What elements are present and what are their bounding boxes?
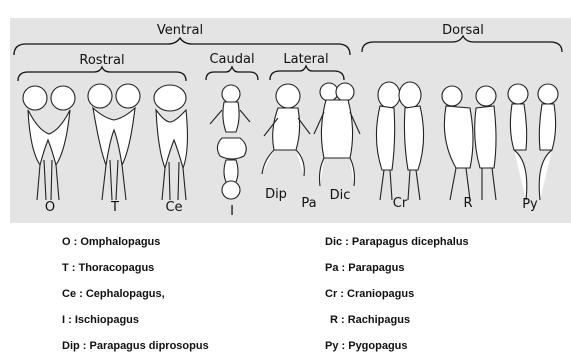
label-t: T (110, 200, 119, 215)
ischiopagus-figure (210, 85, 250, 199)
label-i: I (230, 204, 234, 219)
label-dip: Dip (265, 187, 287, 202)
legend-thoracopagus: T : Thoracopagus (62, 262, 154, 274)
rostral-brace (18, 67, 186, 81)
legend-parapagus-dicephalus: Dic : Parapagus dicephalus (325, 236, 469, 248)
legend-pygopagus: Py : Pygopagus (325, 340, 408, 352)
dorsal-brace (362, 36, 562, 52)
thoracopagus-figure (88, 84, 140, 200)
label-py: Py (522, 197, 538, 212)
label-dic: Dic (330, 188, 351, 203)
cephalopagus-figure (154, 85, 187, 200)
label-pa: Pa (301, 196, 316, 211)
legend-parapagus-diprosopus: Dip : Parapagus diprosopus (62, 340, 209, 352)
ventral-label: Ventral (157, 23, 203, 38)
lateral-brace (270, 66, 344, 80)
caudal-brace (206, 67, 258, 80)
classification-diagram: Ventral Dorsal Rostral Caudal Lateral (0, 0, 571, 225)
label-r: R (463, 196, 472, 211)
legend-cephalopagus: Ce : Cephalopagus, (62, 288, 165, 300)
legend-ischiopagus: I : Ischiopagus (62, 314, 139, 326)
legend-omphalopagus: O : Omphalopagus (62, 236, 160, 248)
craniopagus-figure (376, 82, 423, 200)
caudal-label: Caudal (209, 52, 254, 67)
pygopagus-figure (508, 84, 558, 200)
label-o: O (45, 200, 55, 215)
parapagus-dicephalus-figure (314, 83, 360, 186)
label-ce: Ce (165, 200, 182, 215)
legend-parapagus: Pa : Parapagus (325, 262, 404, 274)
omphalopagus-figure (23, 86, 75, 200)
parapagus-diprosopus-figure (262, 84, 310, 176)
label-cr: Cr (393, 196, 408, 211)
legend-craniopagus: Cr : Craniopagus (325, 288, 414, 300)
rachipagus-figure (442, 86, 496, 200)
legend-rachipagus: R : Rachipagus (330, 314, 410, 326)
